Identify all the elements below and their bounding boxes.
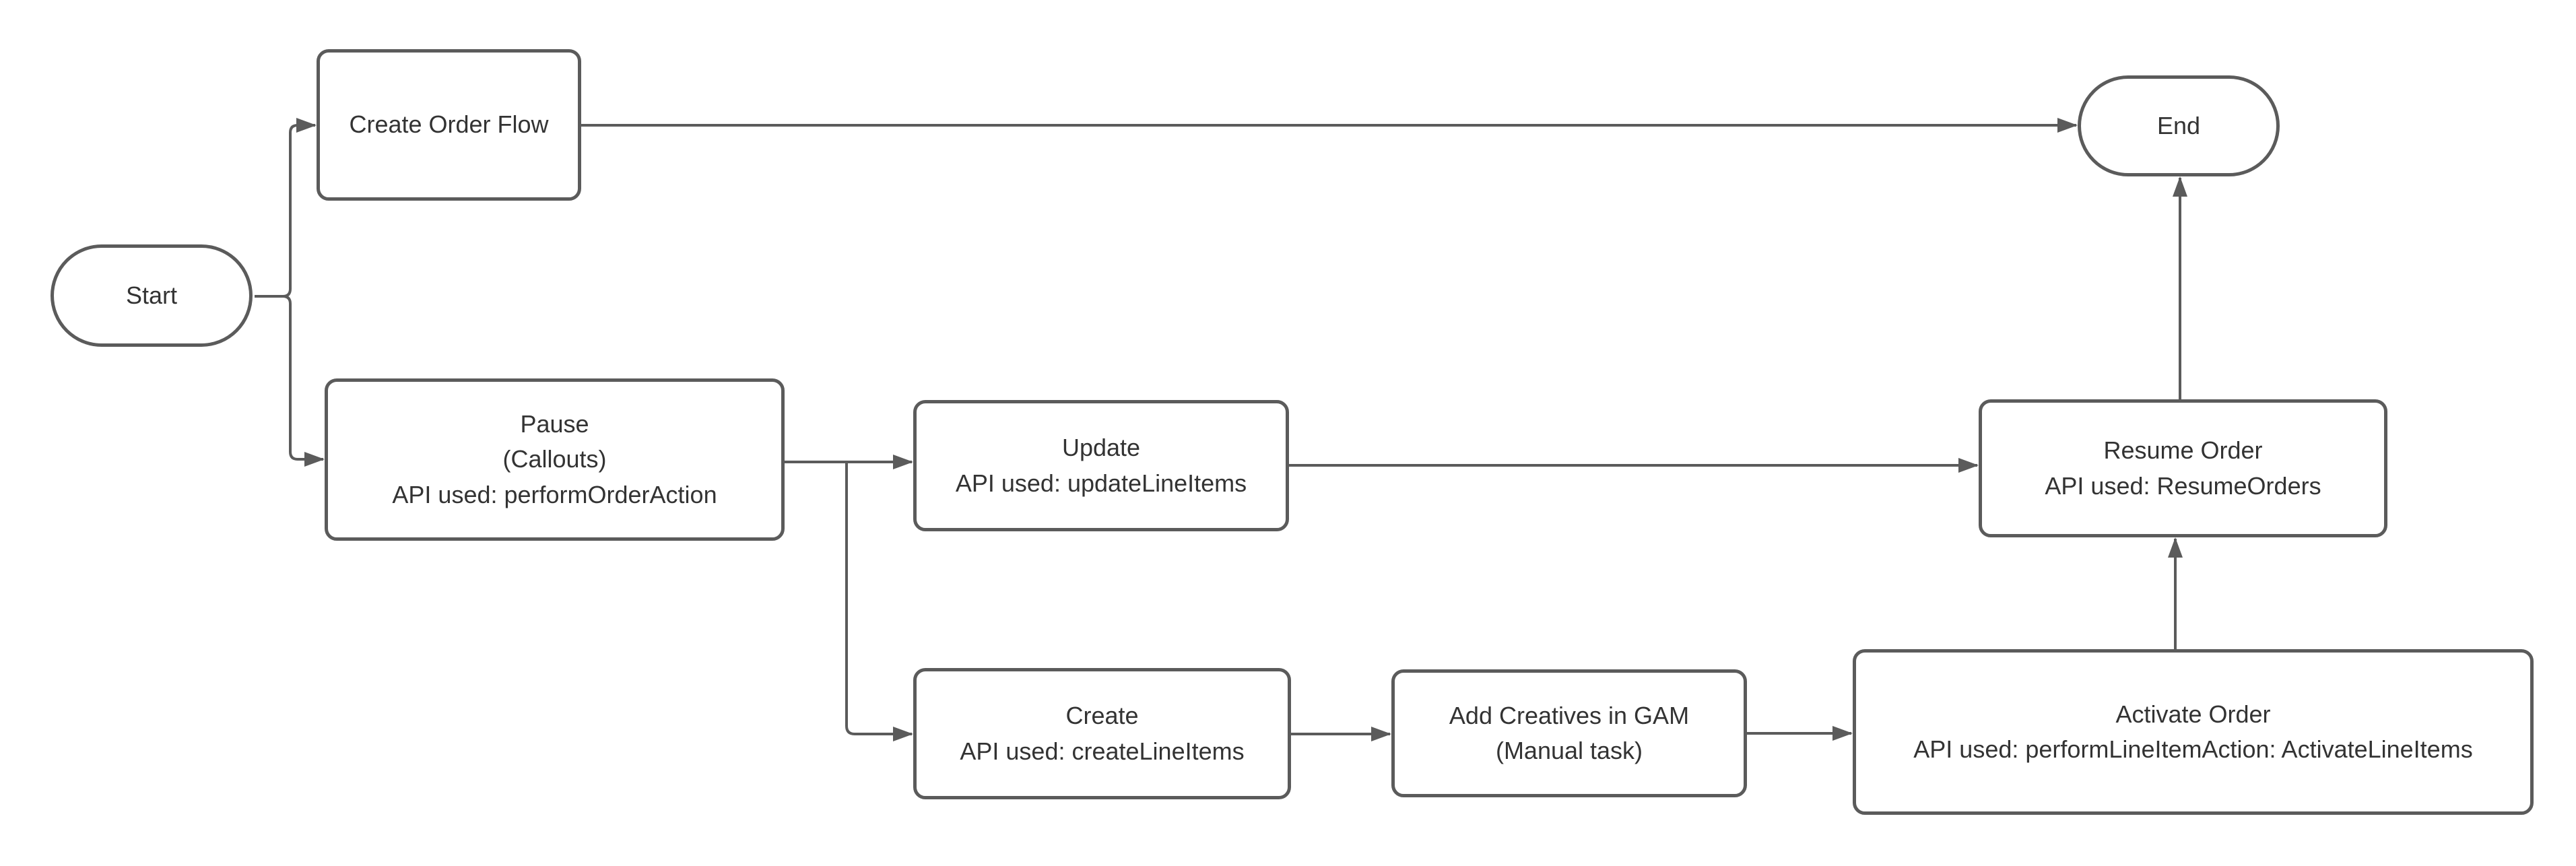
node-start: Start <box>51 244 253 347</box>
node-pause-label-line1: Pause <box>520 410 589 438</box>
node-resume-order: Resume Order API used: ResumeOrders <box>1979 399 2387 537</box>
node-add-creatives-label-line2: (Manual task) <box>1495 737 1643 764</box>
node-start-label: Start <box>125 281 178 309</box>
node-add-creatives: Add Creatives in GAM (Manual task) <box>1391 669 1747 797</box>
node-create: Create API used: createLineItems <box>913 668 1291 799</box>
node-update-label-line1: Update <box>1061 434 1141 462</box>
node-end: End <box>2078 75 2280 176</box>
node-end-label: End <box>2156 111 2201 139</box>
edge-start-to-create-order-flow <box>255 118 317 298</box>
node-activate-order: Activate Order API used: performLineItem… <box>1853 649 2534 815</box>
node-update: Update API used: updateLineItems <box>913 400 1289 531</box>
node-update-label-line2: API used: updateLineItems <box>955 469 1247 497</box>
node-pause-label-line3: API used: performOrderAction <box>392 480 717 508</box>
node-resume-order-label-line2: API used: ResumeOrders <box>2045 471 2321 500</box>
edge-pause-to-create <box>845 462 913 741</box>
node-pause: Pause (Callouts) API used: performOrderA… <box>325 378 785 541</box>
node-pause-label-line2: (Callouts) <box>502 445 607 473</box>
node-create-order-flow: Create Order Flow <box>317 49 581 201</box>
node-activate-order-label-line1: Activate Order <box>2115 700 2271 728</box>
node-activate-order-label-line2: API used: performLineItemAction: Activat… <box>1913 735 2473 763</box>
node-add-creatives-label-line1: Add Creatives in GAM <box>1449 701 1690 729</box>
edge-start-to-pause <box>255 295 325 467</box>
node-create-order-flow-label: Create Order Flow <box>349 110 549 139</box>
node-create-label-line1: Create <box>1065 702 1139 730</box>
node-resume-order-label-line1: Resume Order <box>2103 436 2263 465</box>
node-create-label-line2: API used: createLineItems <box>960 737 1245 765</box>
